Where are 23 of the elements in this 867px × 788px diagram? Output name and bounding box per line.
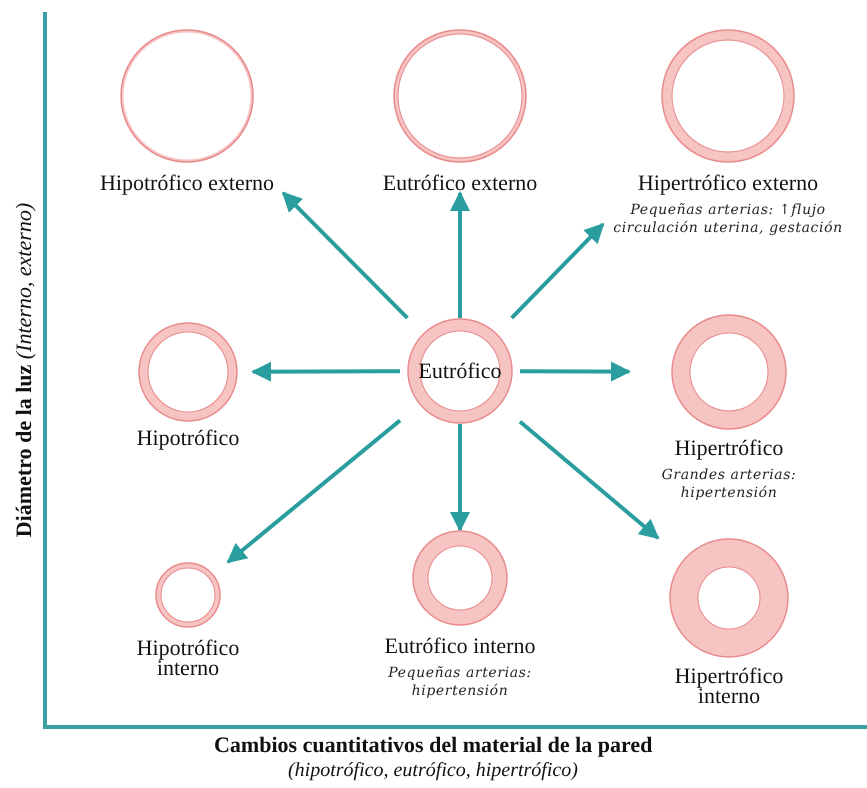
node-label: Eutrófico externo (382, 173, 538, 193)
note-text: Pequeñas arterias: hipertensión (387, 664, 533, 700)
node-label: Hipotrófico (136, 428, 240, 448)
arrow (518, 420, 660, 540)
axis-title: Diámetro de la luz (Interno, externo) (11, 202, 38, 538)
node-label: Hipotrófico externo (100, 173, 274, 193)
arrow (251, 362, 400, 382)
arrow (510, 222, 604, 320)
note-text: Pequeñas arterias: ↑flujo circulación uterina, gestación (612, 201, 844, 237)
axis-title: Cambios cuantitativos del material de la pared (214, 732, 652, 758)
note-text: Grandes arterias: hipertensión (660, 466, 798, 502)
arrow (450, 424, 470, 532)
axis-title: (hipotrófico, eutrófico, hipertrófico) (288, 758, 578, 782)
arrow (282, 192, 409, 320)
node-label: Hipertrófico externo (638, 173, 818, 193)
node-label: Hipotrófico interno (136, 638, 240, 678)
arrow (226, 418, 402, 564)
arrow (520, 362, 631, 382)
node-label: Hipertrófico interno (674, 666, 784, 706)
node-label: Eutrófico (417, 361, 503, 381)
node-label: Hipertrófico (674, 438, 784, 458)
arrow (450, 191, 470, 318)
node-label: Eutrófico interno (384, 636, 536, 656)
